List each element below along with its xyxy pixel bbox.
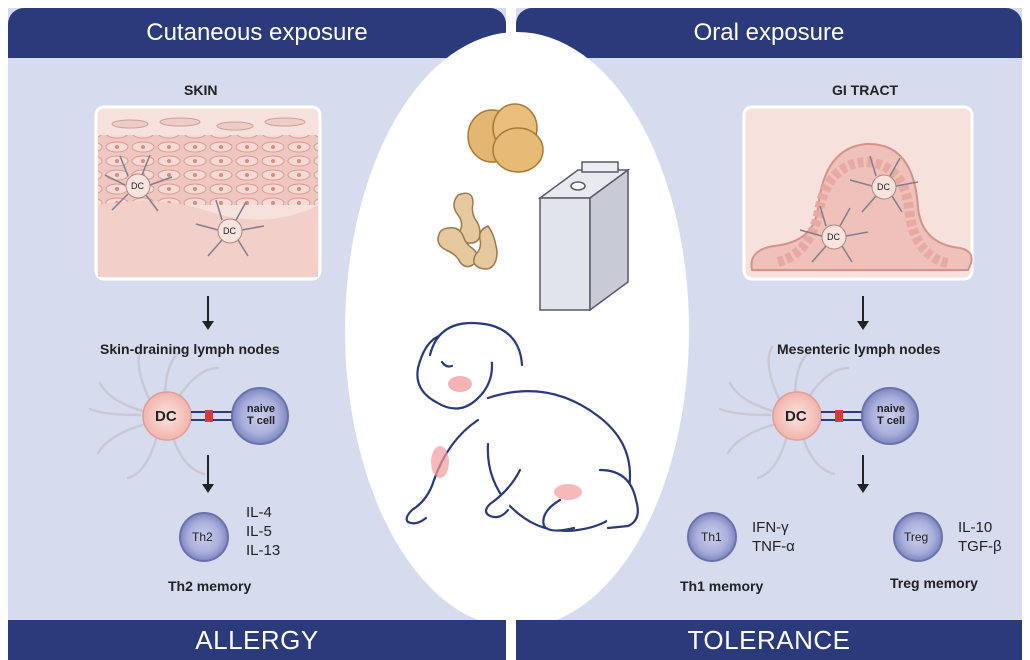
arrow-skin-to-node [207,296,209,328]
dc-label-right: DC [785,408,807,425]
rash-arm [431,446,449,478]
skin-dc-label-2: DC [223,226,236,236]
allergy-footer: ALLERGY [8,620,506,660]
gi-dc-label-1: DC [877,182,890,192]
th1-label: Th1 [701,530,722,544]
mhc-tcr-link-right [821,410,862,422]
skin-label: SKIN [184,82,217,98]
skin-dc-label-1: DC [131,181,144,191]
dc-label-left: DC [155,408,177,425]
mhc-tcr-link-left [191,410,232,422]
rash-cheek [448,376,472,392]
arrow-right-to-effector [862,455,864,491]
th1-memory-label: Th1 memory [680,578,763,594]
arrow-gi-to-node [862,296,864,328]
skin-lymph-label: Skin-draining lymph nodes [100,341,280,357]
arrow-left-to-th2 [207,455,209,491]
rash-leg [554,484,582,500]
treg-memory-label: Treg memory [890,575,978,591]
tolerance-footer: TOLERANCE [516,620,1022,660]
gi-dc-label-2: DC [827,232,840,242]
th2-label: Th2 [192,530,213,544]
gi-tract-label: GI TRACT [832,82,898,98]
mesenteric-lymph-label: Mesenteric lymph nodes [777,341,940,357]
th2-memory-label: Th2 memory [168,578,251,594]
treg-label: Treg [904,530,928,544]
